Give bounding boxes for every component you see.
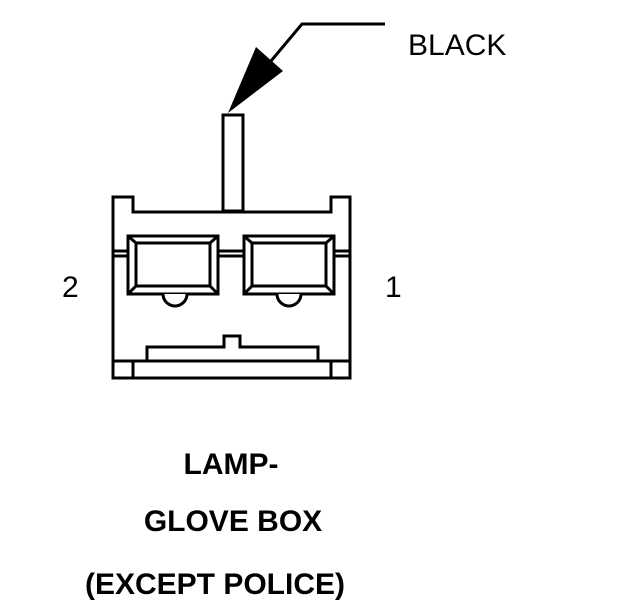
wire-color-label: BLACK [408, 29, 506, 62]
pin-label-2: 2 [62, 271, 79, 304]
caption-line-3: (EXCEPT POLICE) [85, 568, 345, 600]
callout-arrow-icon [228, 47, 283, 113]
terminal-cavity-pin-1 [242, 234, 336, 308]
wire [221, 113, 245, 213]
caption-line-2: GLOVE BOX [144, 505, 322, 538]
terminal-cavity-pin-2 [126, 234, 220, 308]
caption-line-1: LAMP- [184, 448, 279, 481]
pin-label-1: 1 [385, 271, 402, 304]
